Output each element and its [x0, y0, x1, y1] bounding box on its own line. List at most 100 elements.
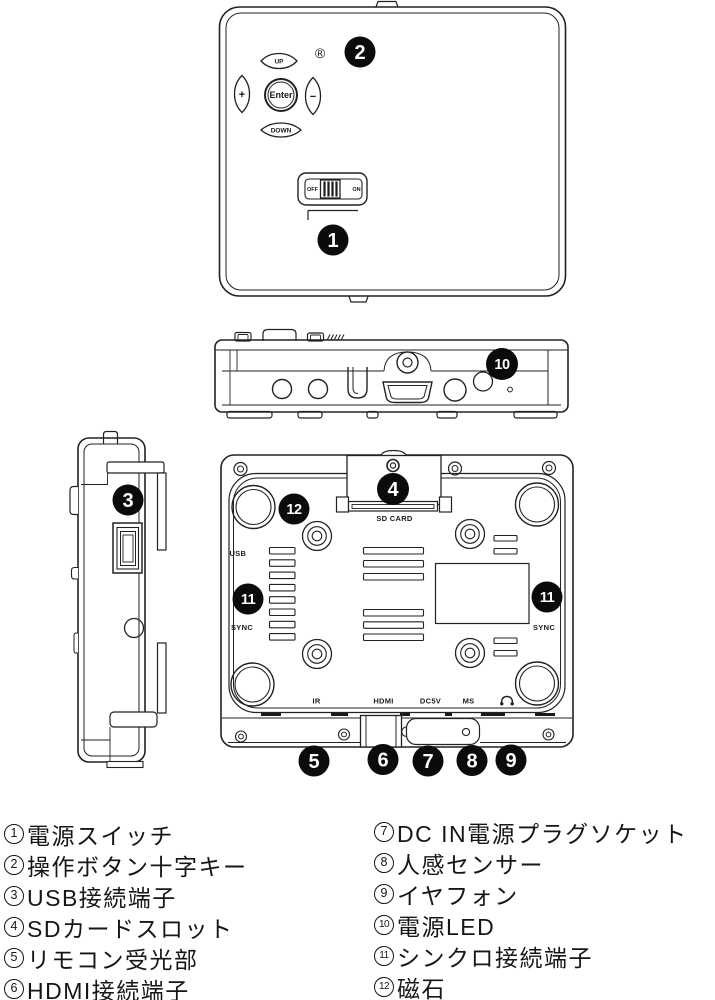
legend-label-7: DC IN電源プラグソケット: [397, 820, 688, 847]
legend-number-11: 11: [374, 945, 394, 966]
up-button: UP: [260, 52, 298, 70]
callout-11-left: 11: [232, 583, 264, 615]
legend-label-6: HDMI接続端子: [27, 977, 190, 1000]
side-edge-knob-1: [69, 485, 78, 516]
legend-item-9: 9 イヤフォン: [374, 878, 688, 909]
center-vent-grille: [362, 546, 425, 642]
svg-text:12: 12: [286, 502, 302, 518]
svg-text:10: 10: [494, 357, 510, 373]
legend-item-11: 11 シンクロ接続端子: [374, 940, 688, 971]
legend-number-2: 2: [4, 854, 24, 875]
legend-label-8: 人感センサー: [397, 851, 544, 878]
left-side-view: 3: [69, 430, 167, 769]
callout-11-right: 11: [531, 581, 563, 613]
svg-text:6: 6: [377, 750, 388, 772]
switch-off-label: OFF: [307, 187, 319, 193]
legend-number-8: 8: [374, 852, 394, 873]
svg-text:2: 2: [354, 42, 365, 64]
svg-text:1: 1: [327, 230, 338, 252]
sync-label-right: SYNC: [533, 623, 555, 632]
legend-item-2: 2 操作ボタン十字キー: [4, 849, 248, 880]
power-switch: OFF ON: [297, 172, 368, 206]
top-tab: [375, 0, 399, 8]
svg-text:Enter: Enter: [269, 90, 293, 100]
side-top-flange: [106, 461, 165, 474]
bottom-tab: [348, 296, 369, 303]
rear-view-outline: [214, 339, 569, 413]
legend-item-4: 4 SDカードスロット: [4, 911, 248, 942]
legend-number-6: 6: [4, 978, 24, 999]
earphone-icon: [500, 695, 514, 706]
legend-label-3: USB接続端子: [27, 884, 177, 911]
side-back-flange-upper: [156, 472, 167, 551]
dc5v-label: DC5V: [420, 697, 441, 706]
left-button: +: [233, 74, 251, 114]
top-view-outline: [218, 6, 567, 297]
serrated-switch-edge: [326, 334, 345, 341]
hdmi-port: [382, 381, 433, 404]
svg-text:9: 9: [505, 750, 516, 772]
legend-item-8: 8 人感センサー: [374, 847, 688, 878]
legend-item-3: 3 USB接続端子: [4, 880, 248, 911]
svg-text:11: 11: [241, 592, 256, 608]
sensor-window: [472, 371, 494, 392]
svg-text:UP: UP: [274, 59, 284, 66]
rear-ports-view: 10: [214, 328, 569, 419]
device-diagram: ® 2 UP DOWN Enter + −: [69, 0, 574, 777]
side-bottom-flange: [109, 711, 158, 728]
bottom-view: 4 SD CARD 12 USB 11 SYNC 11 SYNC IR HDMI…: [220, 449, 574, 777]
sync-label-left: SYNC: [231, 623, 253, 632]
switch-on-label: ON: [352, 187, 360, 193]
hdmi-housing: [359, 714, 403, 748]
enter-button: Enter: [264, 78, 298, 112]
left-vent-grille: [268, 546, 296, 641]
round-port-2: [307, 378, 329, 400]
legend-label-12: 磁石: [397, 975, 446, 1000]
legend-number-10: 10: [374, 914, 394, 935]
right-vent-slots: [493, 534, 518, 657]
rail-screws: [234, 728, 555, 743]
dc-recess: [401, 717, 481, 746]
tripod-screw-hole: [396, 351, 419, 374]
legend-label-10: 電源LED: [397, 913, 496, 940]
legend-label-11: シンクロ接続端子: [397, 944, 593, 971]
legend-label-2: 操作ボタン十字キー: [27, 853, 248, 880]
legend-column-left: 1 電源スイッチ 2 操作ボタン十字キー 3 USB接続端子 4 SDカードスロ…: [4, 818, 248, 1000]
legend-number-3: 3: [4, 885, 24, 906]
legend-label-1: 電源スイッチ: [27, 822, 174, 849]
round-port-1: [271, 378, 293, 400]
callout-9: 9: [495, 744, 527, 776]
legend-item-5: 5 リモコン受光部: [4, 942, 248, 973]
legend-number-12: 12: [374, 976, 394, 997]
callout-12: 12: [278, 493, 310, 525]
callout-2: 2: [344, 36, 376, 68]
legend-item-6: 6 HDMI接続端子: [4, 973, 248, 1000]
svg-text:8: 8: [466, 751, 477, 773]
side-bottom-foot: [106, 760, 144, 769]
corner-feet: [230, 482, 560, 707]
svg-text:7: 7: [422, 751, 433, 773]
hook-slot: [347, 367, 368, 399]
switch-slider: [319, 179, 341, 199]
callout-4: 4: [377, 473, 409, 505]
legend-number-1: 1: [4, 823, 24, 844]
top-edge-knobs: [234, 328, 345, 342]
callout-1: 1: [317, 224, 349, 256]
ir-label: IR: [312, 697, 320, 706]
svg-text:DOWN: DOWN: [271, 128, 292, 135]
usb-port: [112, 522, 143, 574]
legend-number-4: 4: [4, 916, 24, 937]
sd-card-label: SD CARD: [376, 514, 413, 523]
legend-number-5: 5: [4, 947, 24, 968]
callout-5: 5: [298, 745, 330, 777]
callout-10: 10: [486, 348, 518, 380]
down-button: DOWN: [260, 122, 302, 138]
svg-text:−: −: [310, 91, 316, 103]
legend-item-7: 7 DC IN電源プラグソケット: [374, 816, 688, 847]
hdmi-label: HDMI: [373, 697, 393, 706]
legend-label-4: SDカードスロット: [27, 915, 234, 942]
bottom-rail: [222, 714, 572, 748]
sensor-hole: [461, 727, 471, 737]
legend-number-7: 7: [374, 821, 394, 842]
